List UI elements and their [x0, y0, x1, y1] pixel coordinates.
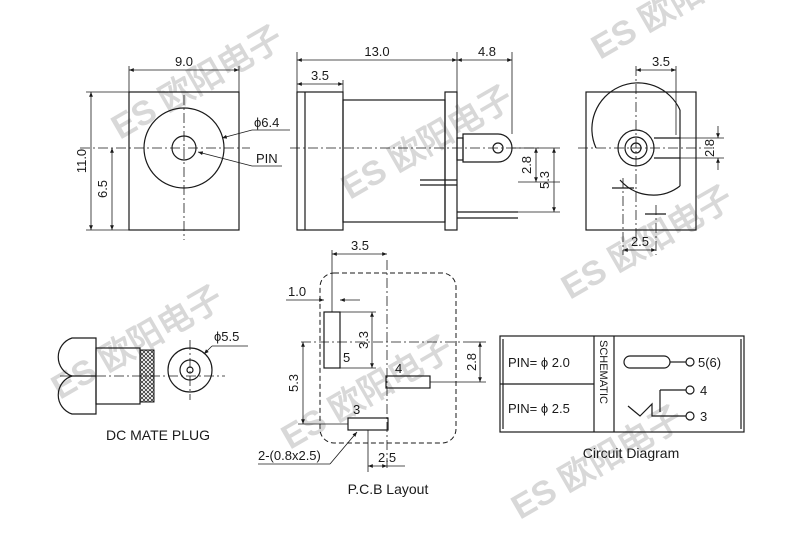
side-pin-offset-b-label: 5.3 — [537, 171, 552, 189]
watermark-3: ES 欧阳电子 — [585, 0, 769, 67]
pcb-left-dim-label: 5.3 — [286, 374, 301, 392]
back-arc — [591, 82, 681, 149]
pcb-outline — [319, 272, 457, 444]
pcb-slot-width-label: 1.0 — [288, 284, 306, 299]
pcb-slot-spec-label: 2-(0.8x2.5) — [258, 448, 321, 463]
pcb-caption: P.C.B Layout — [348, 481, 429, 497]
front-hole-diameter-label: ϕ6.4 — [254, 115, 279, 130]
pcb-bottom-dim-label: 2.5 — [378, 450, 396, 465]
side-front-flange — [296, 91, 344, 231]
terminal-5-dot — [685, 357, 695, 367]
terminal-3-dot — [685, 411, 695, 421]
back-view: 3.5 2.8 2.5 — [578, 54, 724, 255]
circuit-diagram: PIN= ϕ 2.0 PIN= ϕ 2.5 SCHEMATIC 5(6) 4 3… — [499, 335, 745, 461]
watermark-7: ES 欧阳电子 — [505, 399, 689, 527]
circuit-pin-b-label: PIN= ϕ 2.5 — [508, 401, 570, 416]
front-view: 9.0 11.0 6.5 ϕ6.4 PIN — [74, 54, 290, 240]
dc-mate-plug: ϕ5.5 DC MATE PLUG — [57, 329, 248, 443]
back-pin-spacing-label: 2.5 — [631, 234, 649, 249]
front-width-label: 9.0 — [175, 54, 193, 69]
circuit-caption: Circuit Diagram — [583, 445, 679, 461]
pcb-pad-5-label: 5 — [343, 350, 350, 365]
circuit-terminal-5-label: 5(6) — [698, 355, 721, 370]
side-pin — [462, 133, 513, 163]
front-center-height-label: 6.5 — [95, 180, 110, 198]
terminal-4-dot — [685, 385, 695, 395]
schematic-center-pin — [623, 355, 671, 369]
pcb-slot-length-label: 3.3 — [356, 331, 371, 349]
front-pin-label: PIN — [256, 151, 278, 166]
front-height-label: 11.0 — [74, 149, 89, 173]
pcb-pad-3-label: 3 — [353, 402, 360, 417]
circuit-terminal-4-label: 4 — [700, 383, 707, 398]
side-front-part-label: 3.5 — [311, 68, 329, 83]
plug-caption: DC MATE PLUG — [106, 427, 210, 443]
side-length-label: 13.0 — [364, 44, 389, 59]
pcb-layout: 3.5 1.0 3.3 5 5.3 2.8 4 3 2.5 2-(0.8x2.5… — [258, 238, 486, 497]
plug-handle — [57, 337, 97, 415]
side-rear-plate — [444, 91, 458, 231]
back-height-label: 2.8 — [702, 139, 717, 157]
pcb-top-dim-label: 3.5 — [351, 238, 369, 253]
pcb-slot-5 — [323, 311, 341, 369]
side-pin-length-label: 4.8 — [478, 44, 496, 59]
plug-diameter-label: ϕ5.5 — [214, 329, 239, 344]
circuit-schematic-label: SCHEMATIC — [597, 340, 609, 404]
pcb-right-dim-label: 2.8 — [464, 353, 479, 371]
side-view: 13.0 4.8 3.5 2.8 5.3 — [290, 44, 560, 231]
circuit-terminal-3-label: 3 — [700, 409, 707, 424]
watermark-2: ES 欧阳电子 — [335, 79, 519, 207]
circuit-pin-a-label: PIN= ϕ 2.0 — [508, 355, 570, 370]
back-body — [585, 91, 697, 231]
watermark-5: ES 欧阳电子 — [45, 279, 229, 407]
back-width-label: 3.5 — [652, 54, 670, 69]
schematic-sleeve — [627, 402, 686, 417]
pcb-pad-4-label: 4 — [395, 361, 402, 376]
side-pin-offset-a-label: 2.8 — [519, 156, 534, 174]
